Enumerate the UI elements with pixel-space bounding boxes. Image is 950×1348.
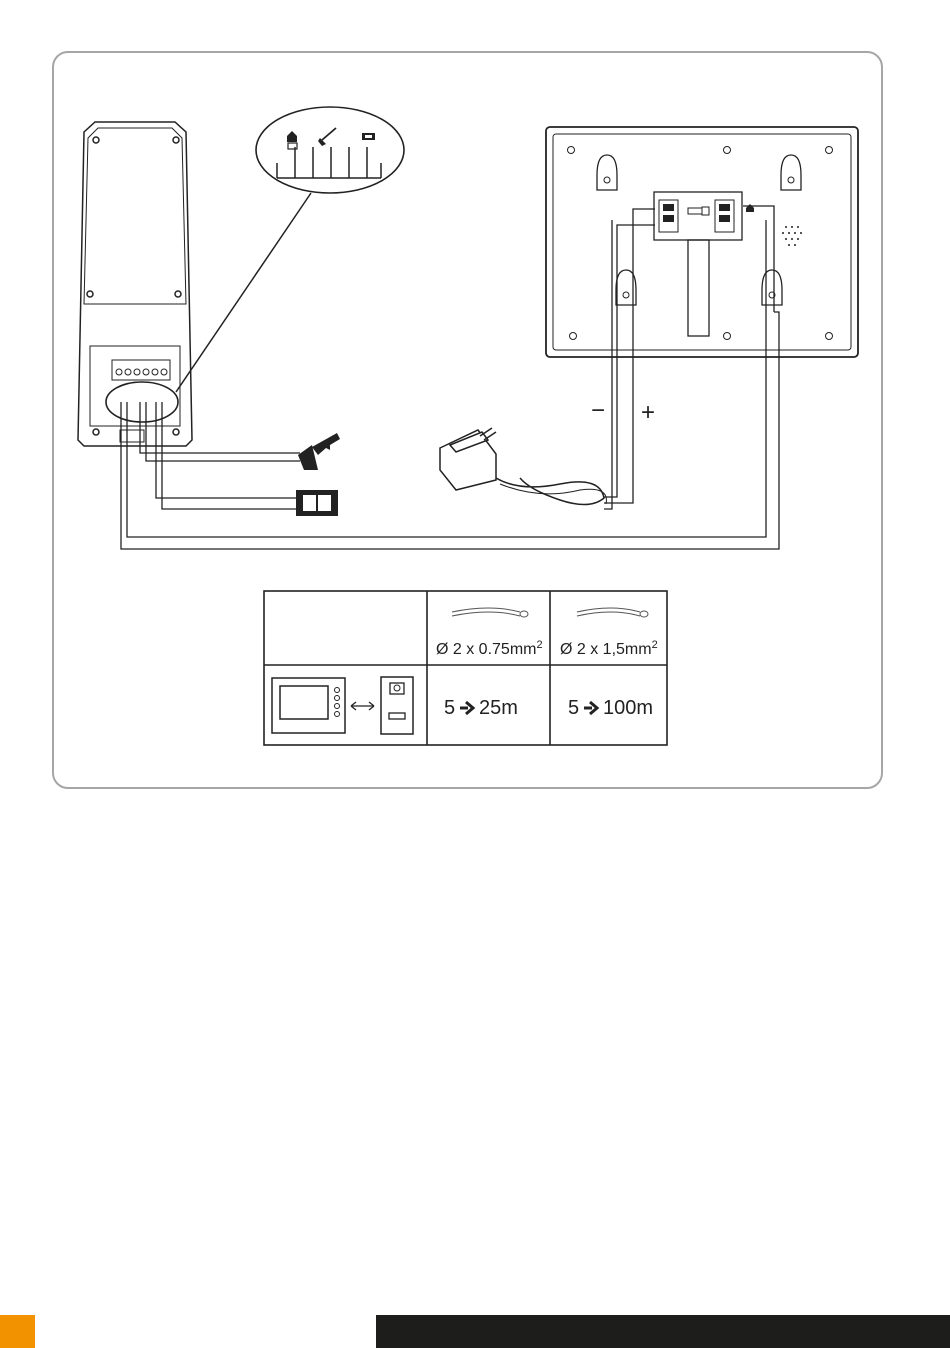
- footer-bar: [376, 1315, 950, 1348]
- plus-sign: +: [641, 399, 655, 426]
- cable-icon: [452, 608, 528, 617]
- polarity-labels: − +: [591, 397, 655, 426]
- power-adapter-icon: [440, 428, 606, 505]
- distance-small: 5 25m: [444, 697, 518, 719]
- cable-section-large: Ø 2 x 1,5mm2: [560, 639, 658, 658]
- terminal-callout: [256, 107, 404, 193]
- svg-text:5: 5: [568, 697, 579, 719]
- gate-icon: [362, 133, 375, 140]
- cable-section-small: Ø 2 x 0.75mm2: [436, 639, 543, 658]
- footer-accent-tab: [0, 1315, 35, 1348]
- key-icon: [298, 433, 340, 470]
- cable-table: Ø 2 x 0.75mm2 Ø 2 x 1,5mm2 5 25m 5: [264, 591, 667, 745]
- indoor-monitor: [546, 127, 858, 357]
- distance-large: 5 100m: [568, 697, 653, 719]
- svg-text:100m: 100m: [603, 697, 653, 719]
- arrow-right-icon: [460, 702, 473, 714]
- svg-text:5: 5: [444, 697, 455, 719]
- arrow-right-icon: [584, 702, 597, 714]
- cable-icon: [577, 608, 648, 617]
- gate-icon: [296, 490, 338, 516]
- monitor-to-station-icon: [272, 677, 413, 734]
- svg-text:25m: 25m: [479, 697, 518, 719]
- minus-sign: −: [591, 397, 605, 424]
